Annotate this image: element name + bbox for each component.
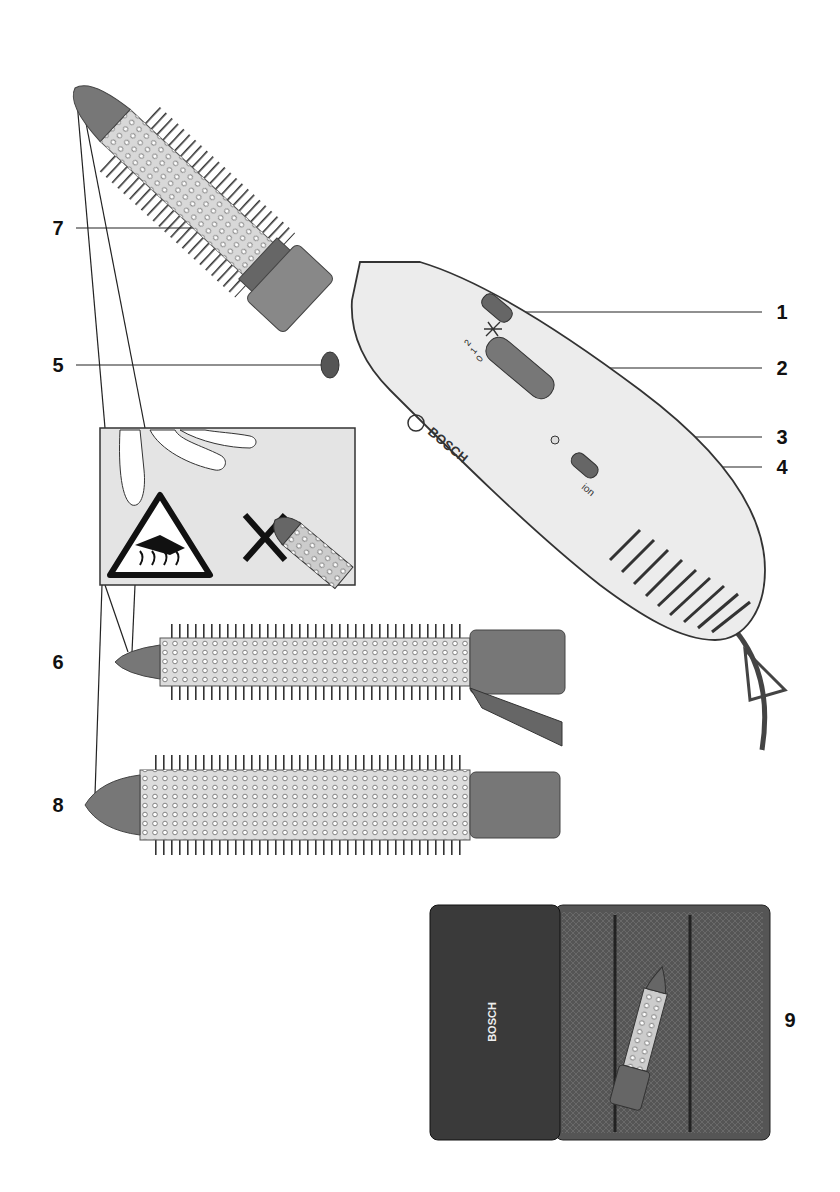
round-brush-7	[45, 56, 339, 339]
callout-number: 2	[776, 358, 787, 378]
storage-pouch	[430, 905, 770, 1140]
callout-number: 4	[776, 457, 787, 477]
brand-name: BOSCH	[487, 1002, 498, 1042]
callout-number: 6	[52, 652, 63, 672]
callout-number: 8	[52, 795, 63, 815]
callout-number: 5	[52, 355, 63, 375]
hang-loop	[745, 650, 785, 700]
callout-number: 7	[52, 218, 63, 238]
brush-attachment-8	[85, 755, 560, 855]
callout-number: 1	[776, 302, 787, 322]
callout-number: 3	[776, 427, 787, 447]
brush-attachment-6	[115, 624, 565, 746]
handle	[321, 262, 765, 640]
hot-surface-warning	[100, 428, 355, 589]
callout-number: 9	[784, 1010, 795, 1030]
